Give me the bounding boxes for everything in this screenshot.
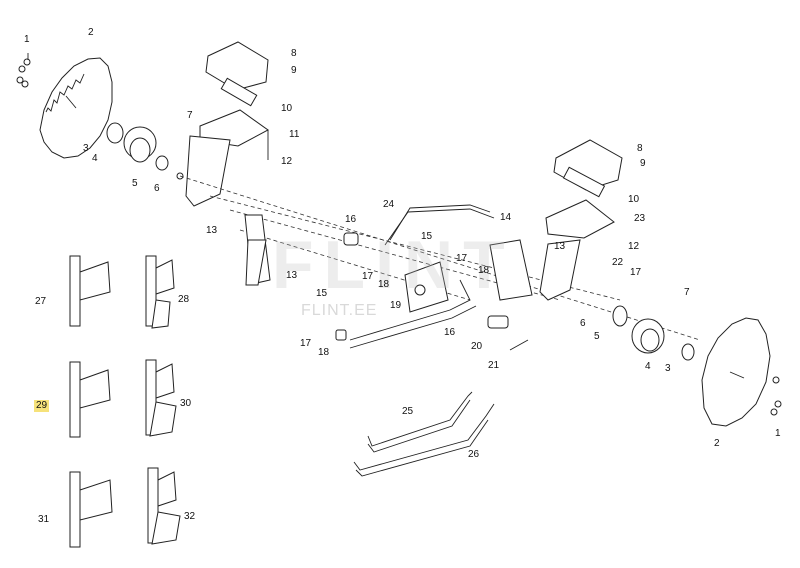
callout-c10b: 10 bbox=[628, 194, 640, 205]
callout-c16b: 16 bbox=[444, 327, 456, 338]
callout-c6b: 6 bbox=[580, 318, 586, 329]
tine-29 bbox=[69, 361, 111, 438]
callout-c10a: 10 bbox=[281, 103, 293, 114]
callout-c15a: 15 bbox=[421, 231, 433, 242]
callout-c26: 26 bbox=[468, 449, 480, 460]
callout-c2b: 2 bbox=[714, 438, 720, 449]
watermark-url: FLINT.EE bbox=[301, 302, 378, 319]
left-arm bbox=[244, 214, 271, 286]
callout-c13c: 13 bbox=[554, 241, 566, 252]
callout-c29: 29 bbox=[34, 400, 50, 412]
callout-c1a: 1 bbox=[24, 34, 30, 45]
spring-rod-upper bbox=[384, 204, 495, 246]
callout-c7b: 7 bbox=[684, 287, 690, 298]
watermark-text: FLINT bbox=[272, 227, 515, 303]
callout-c18a: 18 bbox=[378, 279, 390, 290]
callout-c32: 32 bbox=[184, 511, 196, 522]
callout-c22: 22 bbox=[612, 257, 624, 268]
left-disc bbox=[39, 57, 113, 159]
callout-c13a: 13 bbox=[206, 225, 218, 236]
tine-31 bbox=[69, 471, 113, 548]
callout-c25: 25 bbox=[402, 406, 414, 417]
callout-c8b: 8 bbox=[637, 143, 643, 154]
callout-c9a: 9 bbox=[291, 65, 297, 76]
callout-c19: 19 bbox=[390, 300, 402, 311]
callout-c28: 28 bbox=[178, 294, 190, 305]
callout-c24: 24 bbox=[383, 199, 395, 210]
callout-c16a: 16 bbox=[345, 214, 357, 225]
tine-30 bbox=[145, 359, 177, 437]
callout-c5b: 5 bbox=[594, 331, 600, 342]
tine-27 bbox=[69, 255, 111, 327]
callout-c30: 30 bbox=[180, 398, 192, 409]
callout-c8a: 8 bbox=[291, 48, 297, 59]
callout-c4a: 4 bbox=[92, 153, 98, 164]
callout-c18c: 18 bbox=[478, 265, 490, 276]
callout-c15b: 15 bbox=[316, 288, 328, 299]
center-bracket bbox=[349, 261, 477, 349]
callout-c14: 14 bbox=[500, 212, 512, 223]
rod-26 bbox=[353, 403, 495, 477]
callout-c9b: 9 bbox=[640, 158, 646, 169]
callout-c5a: 5 bbox=[132, 178, 138, 189]
right-hub bbox=[612, 305, 695, 361]
callout-c21: 21 bbox=[488, 360, 500, 371]
tine-28 bbox=[145, 255, 175, 329]
callout-c17c: 17 bbox=[456, 253, 468, 264]
callout-c2a: 2 bbox=[88, 27, 94, 38]
callout-c17b: 17 bbox=[300, 338, 312, 349]
right-bracket bbox=[539, 139, 623, 301]
callout-c18b: 18 bbox=[318, 347, 330, 358]
callout-c23: 23 bbox=[634, 213, 646, 224]
right-center-parts bbox=[335, 232, 533, 351]
callout-c1b: 1 bbox=[775, 428, 781, 439]
callout-c11: 11 bbox=[289, 129, 300, 140]
callout-c3b: 3 bbox=[665, 363, 671, 374]
callout-c27: 27 bbox=[35, 296, 47, 307]
callout-c3a: 3 bbox=[83, 143, 89, 154]
rod-25 bbox=[367, 391, 473, 453]
callout-c13b: 13 bbox=[286, 270, 298, 281]
callout-c31: 31 bbox=[38, 514, 50, 525]
left-hub bbox=[106, 122, 184, 180]
callout-c17d: 17 bbox=[630, 267, 642, 278]
callout-c4b: 4 bbox=[645, 361, 651, 372]
callout-c20: 20 bbox=[471, 341, 483, 352]
tine-32 bbox=[147, 467, 181, 545]
callout-c6a: 6 bbox=[154, 183, 160, 194]
callout-c12b: 12 bbox=[628, 241, 640, 252]
right-disc bbox=[701, 317, 782, 427]
callout-c17a: 17 bbox=[362, 271, 374, 282]
left-bolts bbox=[16, 53, 31, 88]
callout-c12a: 12 bbox=[281, 156, 293, 167]
left-bracket bbox=[185, 41, 269, 207]
callout-c7a: 7 bbox=[187, 110, 193, 121]
